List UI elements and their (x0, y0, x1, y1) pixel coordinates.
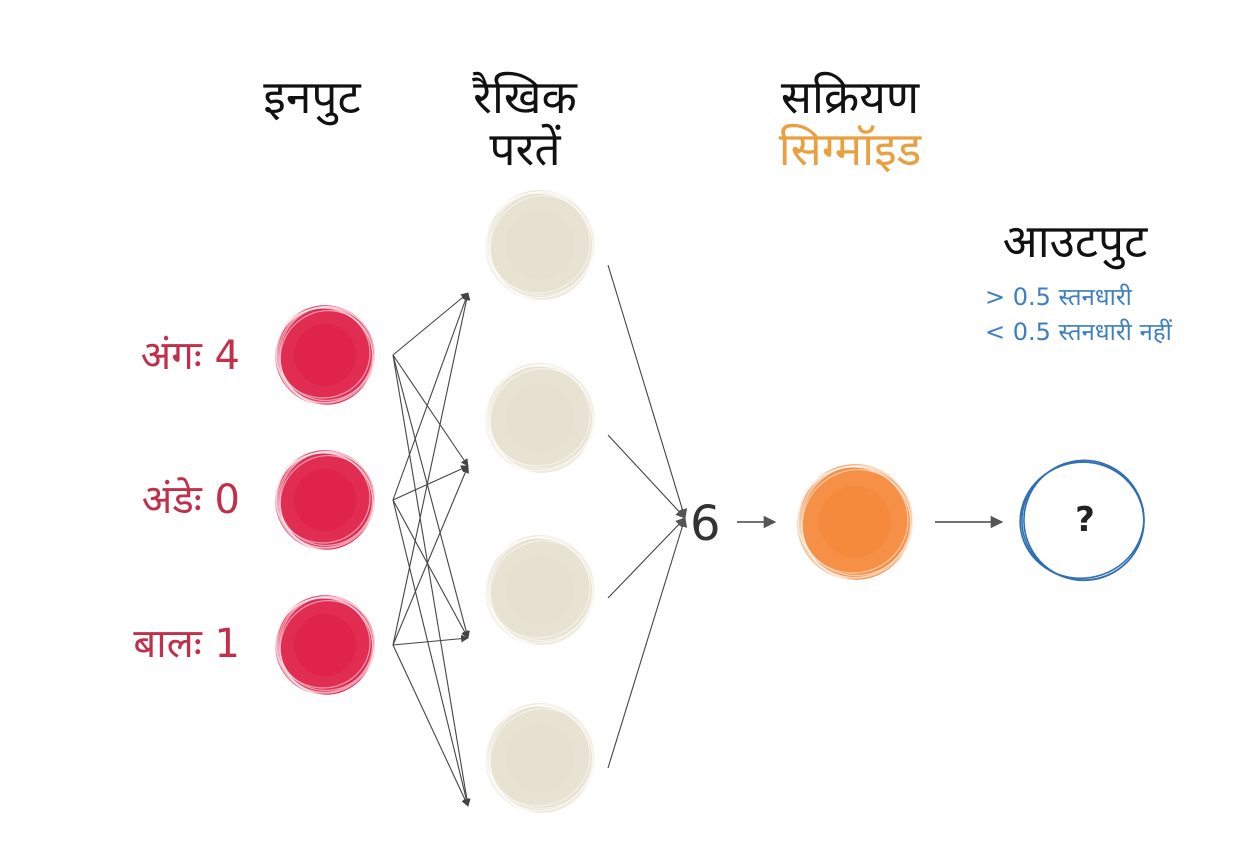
edge-input-0-hidden-2 (392, 354, 470, 639)
edge-input-0-hidden-1 (392, 354, 469, 467)
output-header: आउटपुट (1002, 214, 1148, 268)
hidden-node-0 (483, 186, 601, 304)
edge-input-0-hidden-3 (392, 354, 471, 807)
edge-input-1-hidden-3 (392, 499, 471, 807)
hidden-node-2 (483, 531, 601, 649)
input-node-2 (273, 591, 381, 699)
edge-hidden-0-sum (607, 264, 688, 519)
activation-header: सक्रियण (780, 70, 920, 124)
input-label-eggs: अंडेः 0 (141, 477, 240, 523)
connections-layer (392, 264, 1004, 807)
linear-layers-header-line1: रैखिक (473, 70, 577, 124)
edge-input-1-hidden-1 (392, 465, 469, 501)
linear-layers-header-line2: परतें (489, 122, 561, 176)
edge-hidden-1-sum (607, 434, 686, 519)
weighted-sum-value: 6 (690, 496, 721, 552)
edge-input-2-hidden-0 (392, 292, 471, 646)
output-question-mark: ? (1075, 500, 1095, 540)
input-label-legs: अंगः 4 (140, 333, 240, 379)
edge-hidden-3-sum (607, 517, 688, 769)
edge-hidden-2-sum (607, 517, 686, 599)
nodes-layer (273, 186, 1145, 817)
activation-node (795, 460, 919, 584)
edge-input-1-hidden-2 (392, 499, 469, 639)
input-node-0 (273, 301, 381, 409)
hidden-node-3 (483, 699, 601, 817)
input-node-1 (273, 446, 381, 554)
input-header: इनपुट (263, 70, 361, 124)
edge-input-0-hidden-0 (392, 292, 469, 356)
output-node (1019, 459, 1145, 582)
edge-input-2-hidden-3 (392, 644, 469, 807)
sigmoid-label: सिग्मॉइड (778, 122, 922, 176)
hidden-node-1 (483, 359, 601, 477)
edge-input-2-hidden-1 (392, 465, 469, 646)
edge-input-2-hidden-2 (392, 634, 469, 646)
output-rule-not-mammal: < 0.5 स्तनधारी नहीं (985, 318, 1172, 346)
input-label-hair: बालः 1 (133, 621, 240, 667)
output-rule-mammal: > 0.5 स्तनधारी (985, 283, 1132, 311)
edge-input-1-hidden-0 (392, 292, 470, 501)
